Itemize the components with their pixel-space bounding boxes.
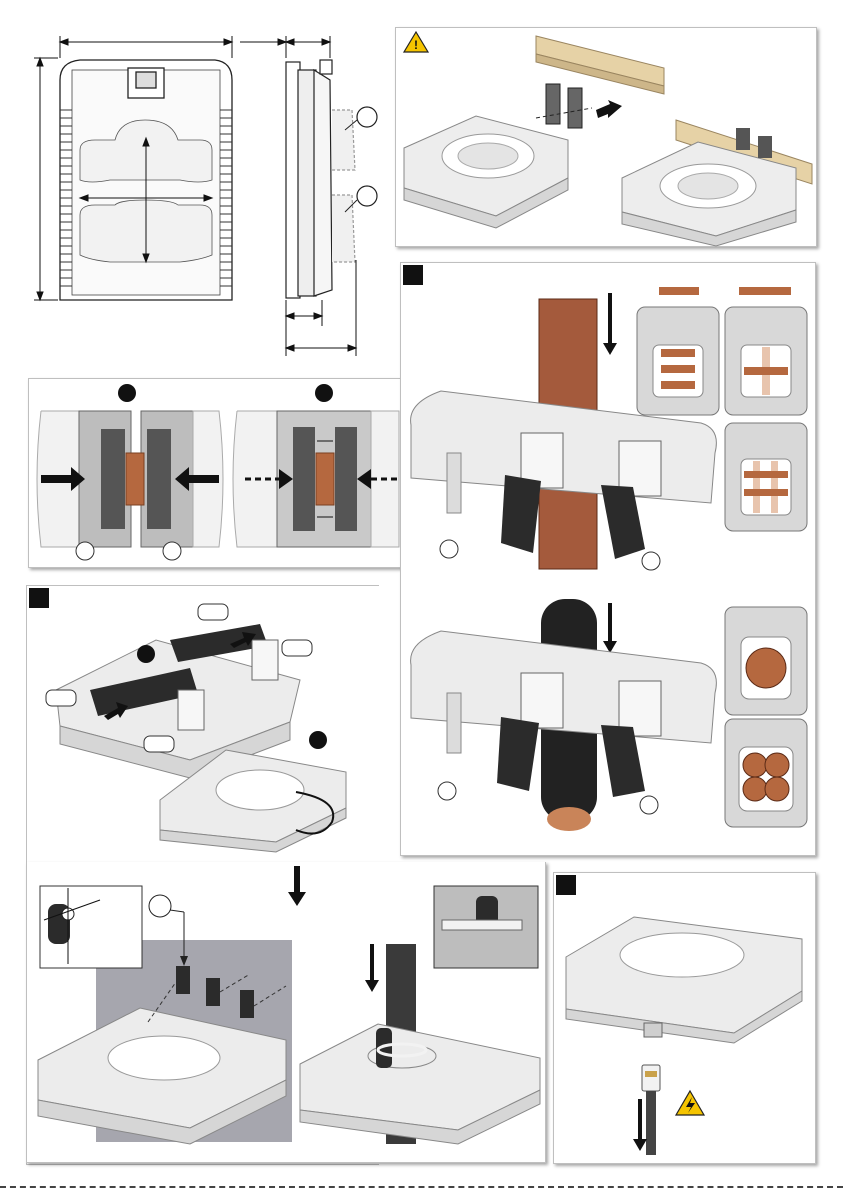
busbar-section-right [316, 453, 334, 505]
rail-adapter-2 [568, 88, 582, 128]
din-rail-illustration: ! [396, 28, 816, 246]
arrow-down-busbar [603, 293, 617, 355]
callout-left-b [163, 542, 181, 560]
step-dot-left [118, 384, 136, 402]
busbar-section-left [126, 453, 144, 505]
panel-conductor-insertion [400, 262, 816, 856]
sensor-right-mounted [622, 120, 812, 246]
conductor-insertion-illustration [401, 263, 815, 855]
section-marker-assembly [29, 588, 49, 608]
clamp-view-locked [233, 411, 399, 547]
thumb-four-cables [725, 719, 807, 827]
callout-cable-right [640, 796, 658, 814]
callout-circle-upper [357, 107, 377, 127]
thumb-busbars-stack [637, 287, 719, 415]
panel-din-rail-mounting: ! [395, 27, 817, 247]
clamp-adjustment-illustration [29, 379, 402, 567]
thumb-busbars-grid [725, 423, 807, 531]
rail-adapter-1 [546, 84, 560, 124]
arrow-down-cable [603, 603, 617, 653]
footer-dashed-line [0, 1186, 843, 1188]
cable-copper-end [547, 807, 591, 831]
connection-illustration [554, 873, 815, 1163]
clamp-view-loose [37, 411, 223, 560]
callout-circle-lower [357, 186, 377, 206]
callout-left-a [76, 542, 94, 560]
sensor-front-view [566, 917, 802, 1043]
warning-icon: ! [404, 32, 428, 52]
callout-busbar-right [642, 552, 660, 570]
panel-connection [553, 872, 816, 1164]
callout-cable-left [438, 782, 456, 800]
side-view [286, 60, 355, 298]
sensor-left [404, 116, 568, 228]
arrow-down-connector [633, 1099, 647, 1151]
callout-busbar-left [440, 540, 458, 558]
svg-text:!: ! [414, 38, 418, 52]
high-voltage-warning-icon [676, 1091, 704, 1115]
step-dot-right [315, 384, 333, 402]
panel-clamp-adjustment [28, 378, 403, 568]
panel-screw-mounting [26, 862, 546, 1163]
thumb-busbars-cross [725, 287, 807, 415]
thumb-single-cable [725, 607, 807, 715]
push-arrow [596, 100, 622, 118]
